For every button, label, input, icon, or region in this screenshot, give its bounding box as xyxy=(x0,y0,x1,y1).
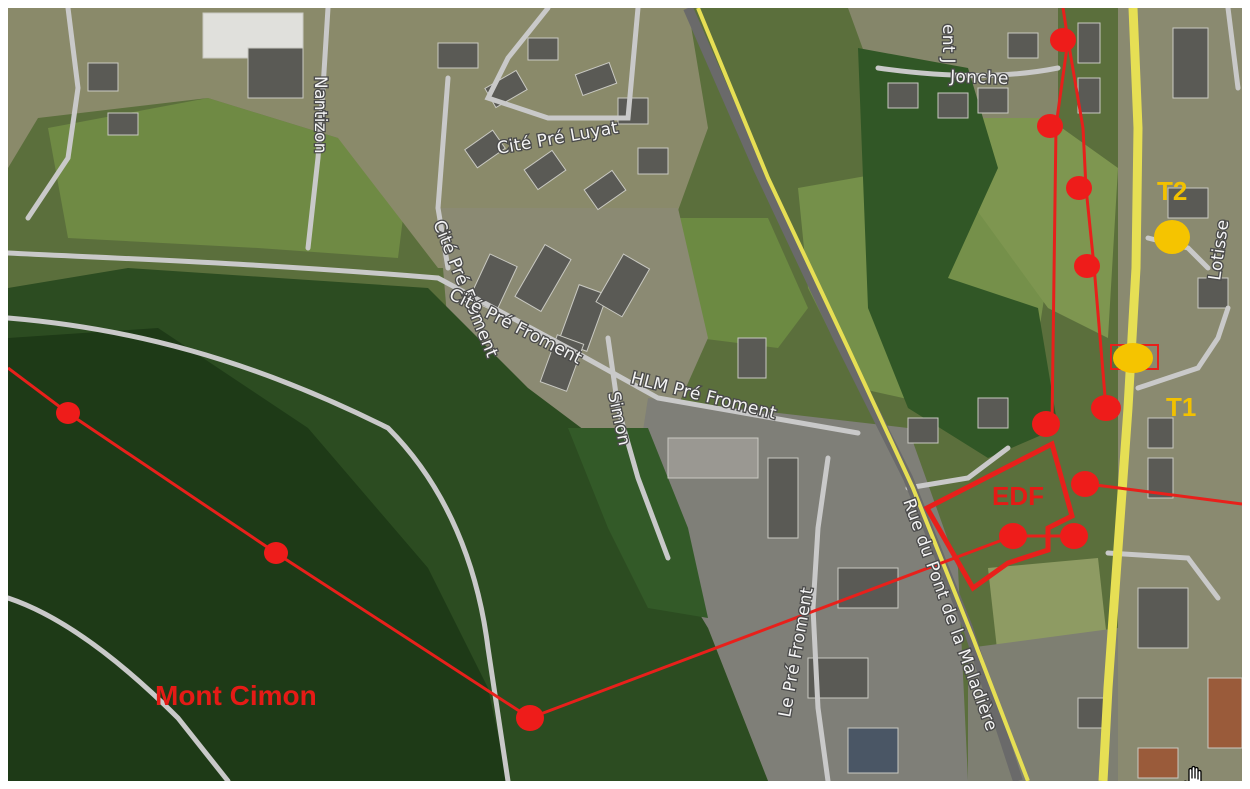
label-t1: T1 xyxy=(1166,392,1196,422)
marker-t2 xyxy=(1154,220,1190,254)
label-jonche: Jonche xyxy=(949,67,1009,89)
pylon xyxy=(1091,395,1121,421)
pylon xyxy=(1032,411,1060,437)
label-rue-jonche-prefix: ent J xyxy=(938,24,958,64)
pylon xyxy=(1050,28,1076,52)
field-south-east xyxy=(988,558,1108,658)
road-pont-maladiere xyxy=(696,8,1030,781)
power-line-north-west xyxy=(1050,8,1070,425)
buildings xyxy=(87,12,1242,779)
pylon xyxy=(1066,176,1092,200)
secondary-roads xyxy=(8,8,1241,781)
pylon xyxy=(999,523,1027,549)
marker-t1 xyxy=(1113,343,1153,373)
pylon xyxy=(1071,471,1099,497)
residential-north xyxy=(8,8,708,268)
railway xyxy=(683,8,1023,781)
forest-east-patch xyxy=(858,48,1058,458)
pylon xyxy=(516,705,544,731)
pylons xyxy=(56,28,1121,731)
pylon xyxy=(1074,254,1100,278)
pylon xyxy=(1037,114,1063,138)
label-mont-cimon: Mont Cimon xyxy=(155,680,317,711)
edf-substation-outline xyxy=(923,440,1075,592)
satellite-map[interactable]: Nantizon Jonche ent J Cité Pré Luyat Cit… xyxy=(8,8,1242,781)
forest-strip-center xyxy=(568,428,708,618)
pylon xyxy=(264,542,288,564)
pylon xyxy=(1060,523,1088,549)
label-t2: T2 xyxy=(1157,176,1187,206)
power-line-east xyxy=(1087,482,1242,506)
label-edf: EDF xyxy=(992,481,1044,511)
pylon xyxy=(56,402,80,424)
forest-dark-west xyxy=(8,328,508,781)
hand-pointer-icon xyxy=(1184,765,1202,781)
map-view[interactable]: Nantizon Jonche ent J Cité Pré Luyat Cit… xyxy=(8,8,1242,781)
road-main-east xyxy=(1098,8,1143,781)
label-nantizon: Nantizon xyxy=(310,76,330,154)
industrial-area xyxy=(628,398,968,781)
